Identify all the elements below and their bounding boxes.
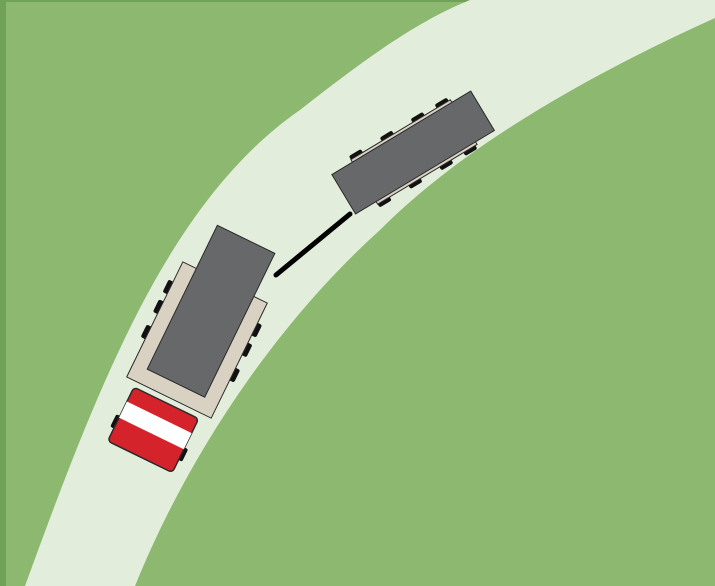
truck-cargo — [146, 224, 276, 398]
truck — [108, 224, 276, 473]
curved-road — [25, 0, 715, 586]
truck-windshield-stripe — [119, 401, 192, 450]
trailer-cargo — [331, 90, 496, 215]
frame-top — [0, 0, 715, 2]
towed-trailer — [331, 90, 496, 215]
tow-bar — [273, 211, 353, 278]
frame-left — [0, 0, 6, 586]
